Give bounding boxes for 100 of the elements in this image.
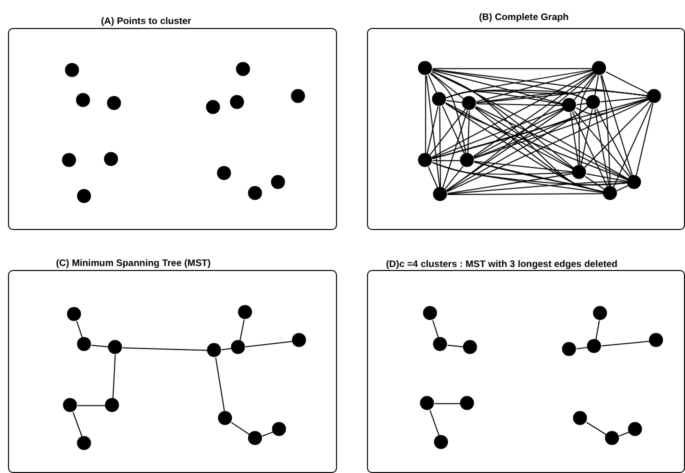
- graph-edge: [446, 109, 564, 192]
- graph-edge: [605, 71, 649, 94]
- data-point: [433, 187, 447, 201]
- data-point: [460, 153, 474, 167]
- graph-edge: [428, 166, 438, 189]
- data-point: [628, 422, 642, 436]
- graph-edge: [613, 102, 652, 188]
- data-point: [586, 95, 600, 109]
- data-point: [593, 306, 607, 320]
- graph-edge: [570, 112, 580, 166]
- graph-edge: [572, 111, 608, 188]
- data-point: [605, 431, 619, 445]
- graph-edge: [430, 72, 465, 100]
- data-point: [433, 337, 447, 351]
- graph-edge: [474, 162, 604, 193]
- graph-edge: [476, 103, 564, 106]
- data-point: [105, 398, 119, 412]
- data-point: [272, 422, 286, 436]
- graph-edge: [239, 318, 245, 342]
- graph-edge: [432, 98, 648, 160]
- graph-edge: [430, 73, 466, 154]
- graph-edge: [476, 92, 588, 104]
- graph-edge: [432, 68, 594, 70]
- graph-edge: [600, 96, 648, 102]
- data-point: [248, 186, 262, 200]
- graph-edge: [446, 99, 649, 192]
- data-point: [107, 96, 121, 110]
- graph-edge: [618, 432, 630, 437]
- graph-edge: [474, 162, 628, 186]
- data-point: [649, 333, 663, 347]
- data-point: [587, 339, 601, 353]
- graph-edge: [221, 348, 232, 350]
- data-point: [206, 100, 220, 114]
- graph-edge: [476, 70, 594, 102]
- graph-edge: [434, 403, 462, 404]
- data-point: [573, 411, 587, 425]
- graph-edge: [584, 176, 606, 190]
- data-point: [77, 337, 91, 351]
- data-point: [62, 153, 76, 167]
- graph-edge: [474, 160, 574, 172]
- graph-edge: [76, 320, 83, 338]
- graph-edge: [473, 108, 564, 158]
- graph-edge: [122, 347, 208, 351]
- graph-edge: [426, 75, 440, 188]
- graph-edge: [475, 106, 574, 170]
- data-point: [271, 175, 285, 189]
- graph-edge: [584, 101, 650, 168]
- data-point: [562, 98, 576, 112]
- data-point: [76, 93, 90, 107]
- data-point: [248, 431, 262, 445]
- graph-edge: [475, 106, 629, 180]
- data-point: [462, 96, 476, 110]
- data-point: [77, 436, 91, 450]
- graph-edge: [586, 422, 608, 436]
- graph-edge: [447, 193, 604, 196]
- graph-edge: [426, 106, 439, 154]
- data-point: [217, 166, 231, 180]
- graph-edge: [474, 106, 588, 158]
- graph-edge: [442, 105, 466, 155]
- graph-edge: [431, 71, 594, 158]
- data-point: [423, 306, 437, 320]
- data-point: [236, 62, 250, 76]
- panel-title: (D)c =4 clusters : MST with 3 longest edges deleted: [386, 259, 618, 270]
- graph-edge: [446, 69, 594, 98]
- graph-edge: [439, 106, 442, 188]
- graph-edge: [580, 108, 593, 166]
- graph-edge: [442, 110, 468, 188]
- graph-edge: [574, 110, 631, 178]
- graph-edge: [474, 98, 648, 159]
- graph-edge: [574, 74, 596, 101]
- data-point: [418, 61, 432, 75]
- graph-edge: [431, 71, 629, 180]
- graph-edge: [245, 340, 294, 348]
- graph-edge: [476, 90, 648, 104]
- data-point: [104, 152, 118, 166]
- graph-edge: [230, 422, 250, 436]
- data-point: [432, 92, 446, 106]
- data-point: [592, 61, 606, 75]
- graph-edge: [215, 357, 225, 412]
- data-point: [231, 340, 245, 354]
- graph-edge: [432, 108, 564, 159]
- graph-edge: [578, 74, 597, 166]
- graph-edge: [432, 320, 439, 338]
- data-point: [463, 340, 477, 354]
- graph-edge: [601, 74, 634, 176]
- data-point: [230, 95, 244, 109]
- data-point: [627, 175, 641, 189]
- data-point: [238, 305, 252, 319]
- graph-edge: [445, 102, 574, 170]
- graph-edge: [447, 173, 574, 194]
- panel-title: (A) Points to cluster: [101, 16, 192, 27]
- data-point: [420, 396, 434, 410]
- graph-edge: [432, 160, 462, 162]
- data-point: [460, 396, 474, 410]
- graph-edge: [594, 108, 610, 188]
- graph-edge: [446, 72, 595, 192]
- data-point: [434, 435, 448, 449]
- graph-edge: [474, 107, 604, 192]
- data-point: [77, 189, 91, 203]
- data-point: [562, 342, 576, 356]
